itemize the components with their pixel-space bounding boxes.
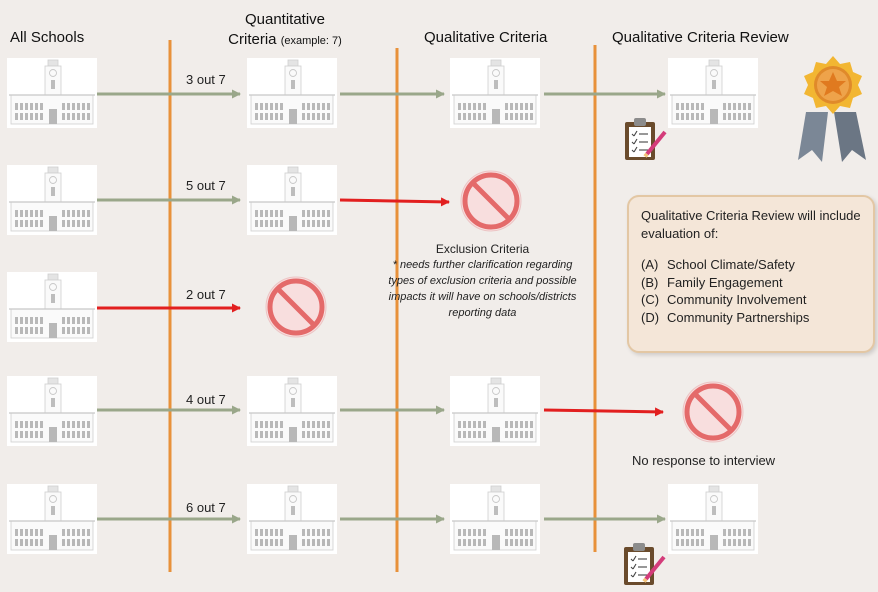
header-quantitative-line2: Criteria <box>228 31 277 48</box>
review-criteria-box: Qualitative Criteria Review will include… <box>627 195 875 353</box>
school-building-icon <box>6 57 98 129</box>
list-item: (C) Community Involvement <box>641 291 861 309</box>
exclusion-title: Exclusion Criteria <box>435 242 530 256</box>
list-item-key: (A) <box>641 257 659 272</box>
no-response-label: No response to interview <box>632 453 776 468</box>
header-quantitative-line1: Quantitative <box>244 11 326 28</box>
school-building-icon <box>449 483 541 555</box>
school-building-icon <box>449 375 541 447</box>
header-qualitative: Qualitative Criteria <box>424 29 548 46</box>
list-item-text: Family Engagement <box>667 274 783 290</box>
school-building-icon <box>246 164 338 236</box>
score-label: 3 out 7 <box>186 72 226 87</box>
school-building-icon <box>667 483 759 555</box>
school-building-icon <box>6 271 98 343</box>
header-quantitative-example: (example: 7) <box>280 35 342 47</box>
prohibited-icon <box>683 382 743 442</box>
list-item-text: Community Involvement <box>667 292 807 307</box>
school-building-icon <box>246 57 338 129</box>
list-item-key: (B) <box>641 274 659 290</box>
school-building-icon <box>667 57 759 129</box>
award-medal-icon <box>798 56 866 162</box>
list-item: (B) Family Engagement <box>641 274 861 292</box>
school-building-icon <box>246 375 338 447</box>
list-item-text: School Climate/Safety <box>667 257 795 272</box>
school-building-icon <box>449 57 541 129</box>
school-building-icon <box>6 375 98 447</box>
exclusion-criteria: Exclusion Criteria * needs further clari… <box>380 241 585 321</box>
score-label: 4 out 7 <box>186 392 226 407</box>
score-label: 5 out 7 <box>186 178 226 193</box>
review-criteria-list: (A) School Climate/Safety (B) Family Engag… <box>641 256 861 326</box>
prohibited-icon <box>461 171 521 231</box>
list-item: (D) Community Partnerships <box>641 309 861 327</box>
clipboard-icon <box>623 116 667 162</box>
exclusion-note: * needs further clarification regarding … <box>388 259 577 319</box>
list-item: (A) School Climate/Safety <box>641 256 861 274</box>
score-label: 6 out 7 <box>186 500 226 515</box>
header-qualitative-review: Qualitative Criteria Review <box>612 29 789 46</box>
school-building-icon <box>6 164 98 236</box>
prohibited-icon <box>266 277 326 337</box>
header-all-schools: All Schools <box>10 29 85 46</box>
exclusion-arrow <box>543 407 664 417</box>
list-item-key: (D) <box>641 309 660 325</box>
exclusion-arrow <box>339 197 450 207</box>
review-box-title: Qualitative Criteria Review will include… <box>641 208 861 241</box>
score-label: 2 out 7 <box>186 287 226 302</box>
header-quantitative: Quantitative Criteria (example: 7) <box>210 10 360 51</box>
list-item-key: (C) <box>641 292 660 307</box>
school-building-icon <box>6 483 98 555</box>
clipboard-icon <box>622 541 666 587</box>
list-item-text: Community Partnerships <box>667 309 810 325</box>
flow-arrows <box>97 89 666 524</box>
school-building-icon <box>246 483 338 555</box>
